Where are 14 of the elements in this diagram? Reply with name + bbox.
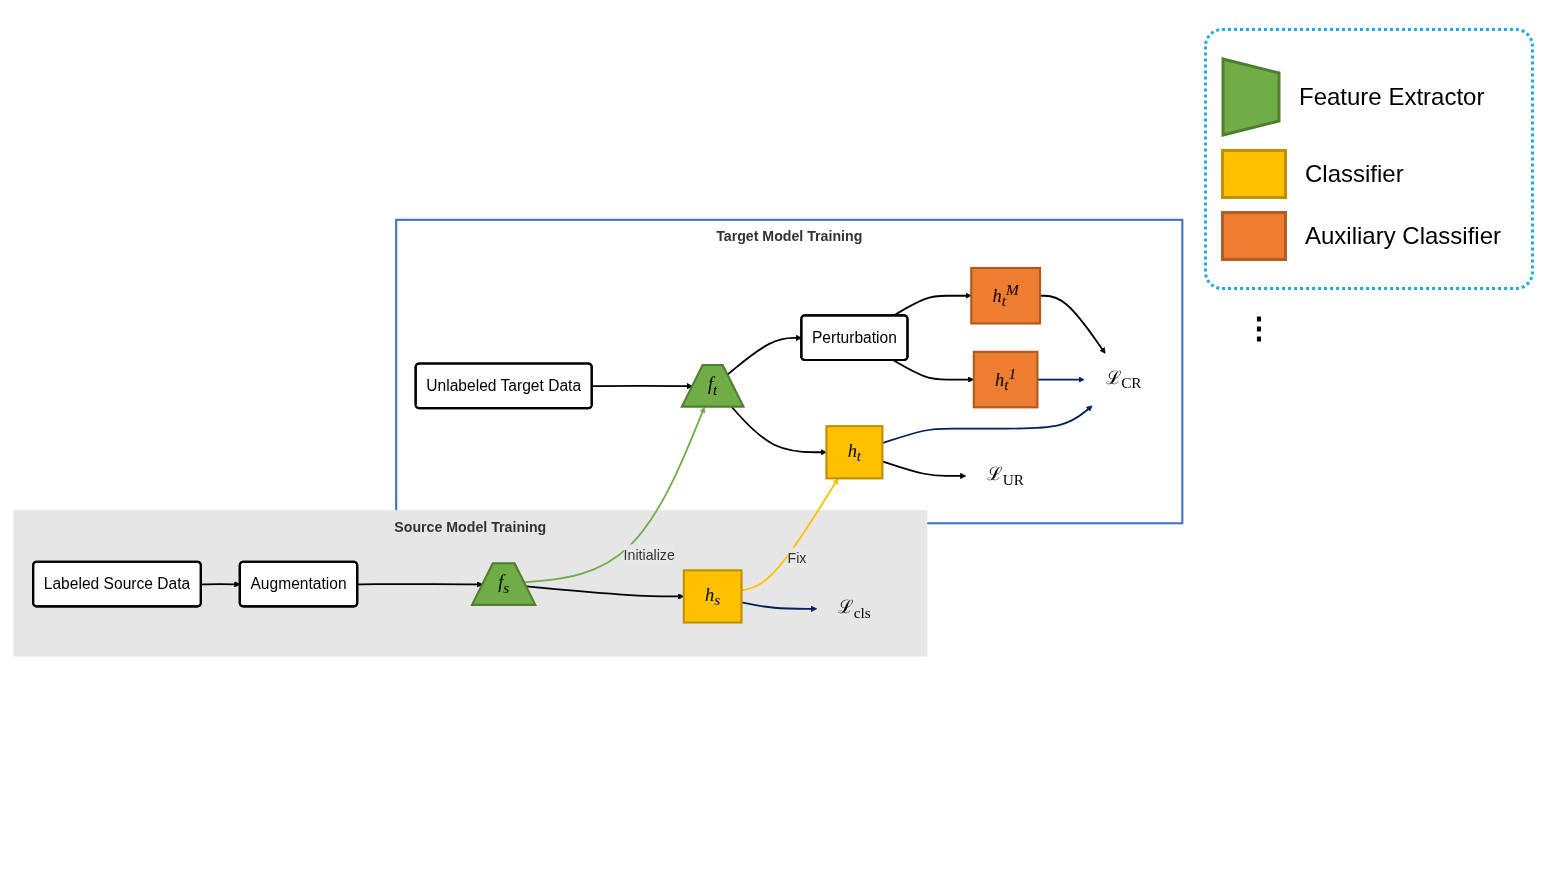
arrow: [726, 334, 802, 376]
node-text: ℒ$_{CR}$: [1105, 367, 1142, 392]
arrow: [591, 383, 693, 390]
legend-label: Auxiliary Classifier: [1305, 222, 1502, 250]
node-box: h$_{s}$: [682, 569, 743, 624]
edge-label: Fix: [787, 550, 807, 566]
node-text: ℒ$_{UR}$: [987, 464, 1025, 489]
edge-label: Initialize: [623, 547, 675, 563]
node-box: h$_{t}$: [825, 425, 884, 480]
arrow: [730, 406, 827, 456]
legend-label: Classifier: [1305, 160, 1404, 188]
ellipsis-mark: ⋮: [1244, 310, 1274, 345]
legend-label: Feature Extractor: [1299, 83, 1485, 111]
node-text: ℒ$_{cls}$: [838, 596, 871, 622]
